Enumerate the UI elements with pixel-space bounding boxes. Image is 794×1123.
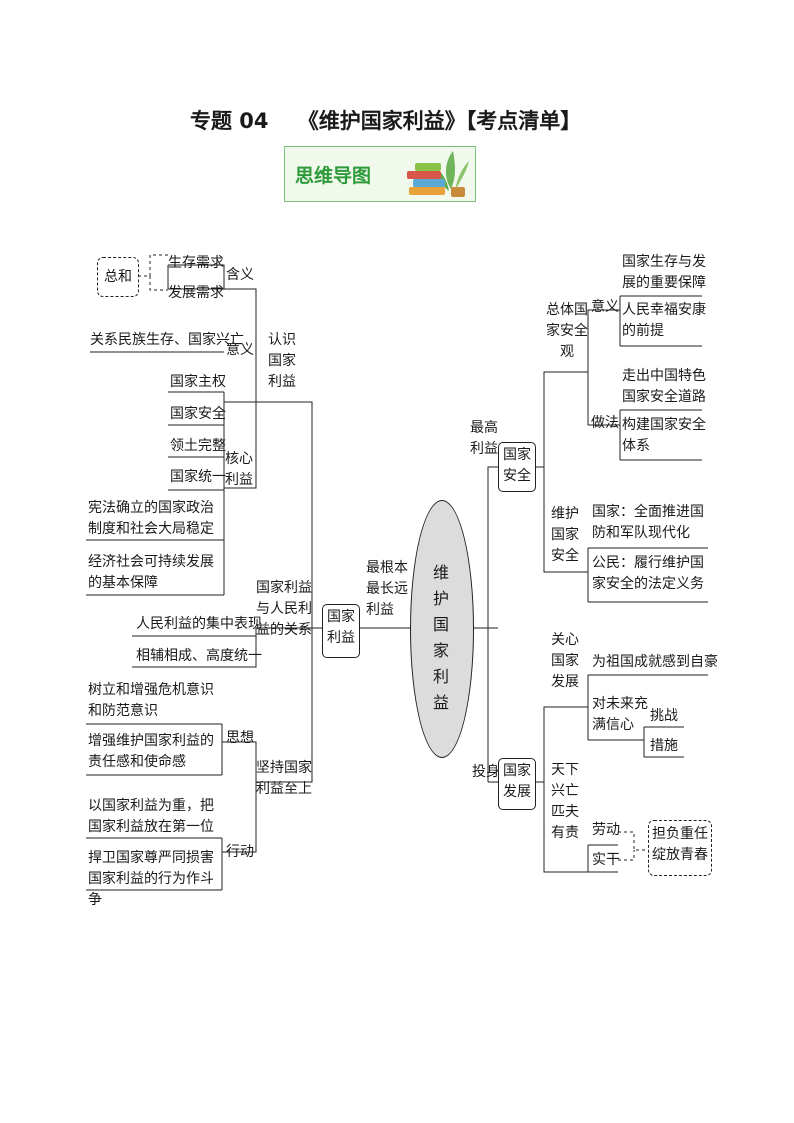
care-development-label: 关心国家发展 <box>551 632 579 690</box>
hexin-item-3: 领土完整 <box>170 438 226 454</box>
overall-zuofa-label: 做法 <box>591 415 619 431</box>
center-node <box>410 500 474 758</box>
overall-yiyi-item-2: 人民幸福安康的前提 <box>622 302 706 339</box>
overall-yiyi-label: 意义 <box>591 299 619 315</box>
center-node-label: 维护国家利益 <box>432 563 449 712</box>
branch-label-understand: 认识国家利益 <box>268 332 296 390</box>
hanyi-label: 含义 <box>226 267 254 283</box>
hanyi-item-1: 生存需求 <box>168 255 224 271</box>
books-plant-icon <box>407 151 469 197</box>
care-sub-1: 挑战 <box>650 708 678 724</box>
security-node-label: 国家安全 <box>503 447 531 484</box>
branch-label-uphold: 坚持国家利益至上 <box>256 760 312 797</box>
national-interest-label: 国家利益 <box>327 609 355 646</box>
national-interest-node: 国家利益 <box>322 604 360 658</box>
xingdong-item-1: 以国家利益为重，把国家利益放在第一位 <box>88 798 214 835</box>
overall-zuofa-item-1: 走出中国特色国家安全道路 <box>622 368 706 405</box>
maintain-security-label: 维护国家安全 <box>551 506 579 564</box>
badge-label: 思维导图 <box>295 165 372 187</box>
relation-label: 国家利益与人民利益的关系 <box>256 580 312 638</box>
page-title: 专题 04 《维护国家利益》【考点清单】 <box>190 109 582 133</box>
connector-label-fundamental: 最根本最长远利益 <box>366 560 408 618</box>
sixiang-item-1: 树立和增强危机意识和防范意识 <box>88 682 214 719</box>
duty-item-2: 实干 <box>592 852 620 868</box>
connector-label-highest: 最高利益 <box>470 420 498 457</box>
hexin-item-6: 经济社会可持续发展的基本保障 <box>88 554 214 591</box>
yiyi-text: 关系民族生存、国家兴亡 <box>90 332 244 348</box>
maintain-item-2: 公民：履行维护国家安全的法定义务 <box>592 555 704 592</box>
duty-summary: 担负重任绽放青春 <box>648 820 712 876</box>
overall-yiyi-item-1: 国家生存与发展的重要保障 <box>622 254 706 291</box>
mind-map-badge: 思维导图 <box>284 146 476 202</box>
duty-label: 天下兴亡匹夫有责 <box>551 762 579 841</box>
maintain-item-1: 国家：全面推进国防和军队现代化 <box>592 504 704 541</box>
xingdong-label: 行动 <box>226 844 254 860</box>
hanyi-summary: 总和 <box>97 257 139 297</box>
connector-label-devote: 投身 <box>472 764 500 780</box>
hexin-item-2: 国家安全 <box>170 406 226 422</box>
hanyi-item-2: 发展需求 <box>168 285 224 301</box>
overall-security-label: 总体国家安全观 <box>546 302 588 360</box>
development-node-label: 国家发展 <box>503 763 531 800</box>
xingdong-item-2: 捍卫国家尊严同损害国家利益的行为作斗争 <box>88 850 214 908</box>
duty-item-1: 劳动 <box>592 822 620 838</box>
sixiang-item-2: 增强维护国家利益的责任感和使命感 <box>88 733 214 770</box>
security-node: 国家安全 <box>498 442 536 492</box>
relation-item-2: 相辅相成、高度统一 <box>136 648 262 664</box>
sixiang-label: 思想 <box>226 730 254 746</box>
care-item-2: 对未来充满信心 <box>592 696 648 733</box>
hexin-label: 核心利益 <box>225 451 253 488</box>
care-sub-2: 措施 <box>650 738 678 754</box>
care-item-1: 为祖国成就感到自豪 <box>592 654 718 670</box>
hexin-item-4: 国家统一 <box>170 469 226 485</box>
development-node: 国家发展 <box>498 758 536 810</box>
relation-item-1: 人民利益的集中表现 <box>136 616 262 632</box>
overall-zuofa-item-2: 构建国家安全体系 <box>622 417 706 454</box>
hexin-item-1: 国家主权 <box>170 374 226 390</box>
yiyi-label: 意义 <box>226 342 254 358</box>
hexin-item-5: 宪法确立的国家政治制度和社会大局稳定 <box>88 500 214 537</box>
